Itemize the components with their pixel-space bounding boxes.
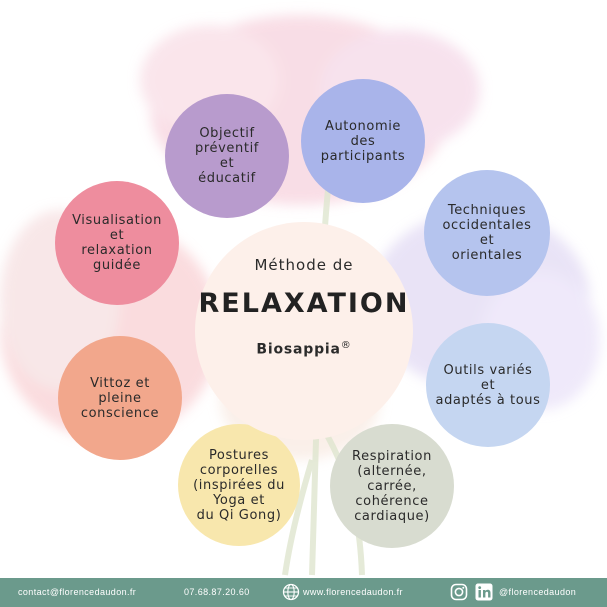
linkedin-icon[interactable]: [475, 583, 493, 601]
center-subtitle: Méthode de: [254, 256, 354, 274]
footer-website[interactable]: www.florencedaudon.fr: [303, 587, 403, 597]
bubble-label: Respiration (alternée, carrée, cohérence…: [352, 448, 432, 524]
bubble-label: Visualisation et relaxation guidée: [72, 213, 162, 273]
bubble-label: Autonomie des participants: [320, 118, 406, 164]
bubble-objectif-preventif: Objectif préventif et éducatif: [165, 94, 289, 218]
bubble-label: Objectif préventif et éducatif: [195, 126, 259, 186]
brand-name: Biosappia: [256, 341, 341, 358]
bubble-label: Vittoz et pleine conscience: [80, 375, 160, 421]
bubble-visualisation: Visualisation et relaxation guidée: [55, 181, 179, 305]
bubble-outils-varies: Outils variés et adaptés à tous: [426, 323, 550, 447]
bubble-postures: Postures corporelles (inspirées du Yoga …: [178, 424, 300, 546]
registered-mark: ®: [340, 340, 352, 351]
bubble-autonomie: Autonomie des participants: [301, 79, 425, 203]
bubble-label: Outils variés et adaptés à tous: [435, 362, 541, 408]
footer-email[interactable]: contact@florencedaudon.fr: [18, 587, 137, 597]
bubble-respiration: Respiration (alternée, carrée, cohérence…: [330, 424, 454, 548]
instagram-icon[interactable]: [450, 583, 468, 601]
bubble-techniques: Techniques occidentales et orientales: [424, 170, 550, 296]
center-circle: Méthode de RELAXATION Biosappia®: [195, 222, 413, 440]
bubble-vittoz: Vittoz et pleine conscience: [58, 336, 182, 460]
center-brand: Biosappia®: [195, 340, 413, 358]
footer-phone[interactable]: 07.68.87.20.60: [184, 587, 250, 597]
footer-social-handle[interactable]: @florencedaudon: [499, 587, 577, 597]
center-title: RELAXATION: [198, 288, 410, 319]
footer-bar: contact@florencedaudon.fr 07.68.87.20.60…: [0, 578, 607, 607]
globe-icon: [282, 583, 300, 601]
bubble-label: Techniques occidentales et orientales: [442, 203, 532, 263]
bubble-label: Postures corporelles (inspirées du Yoga …: [193, 447, 285, 523]
